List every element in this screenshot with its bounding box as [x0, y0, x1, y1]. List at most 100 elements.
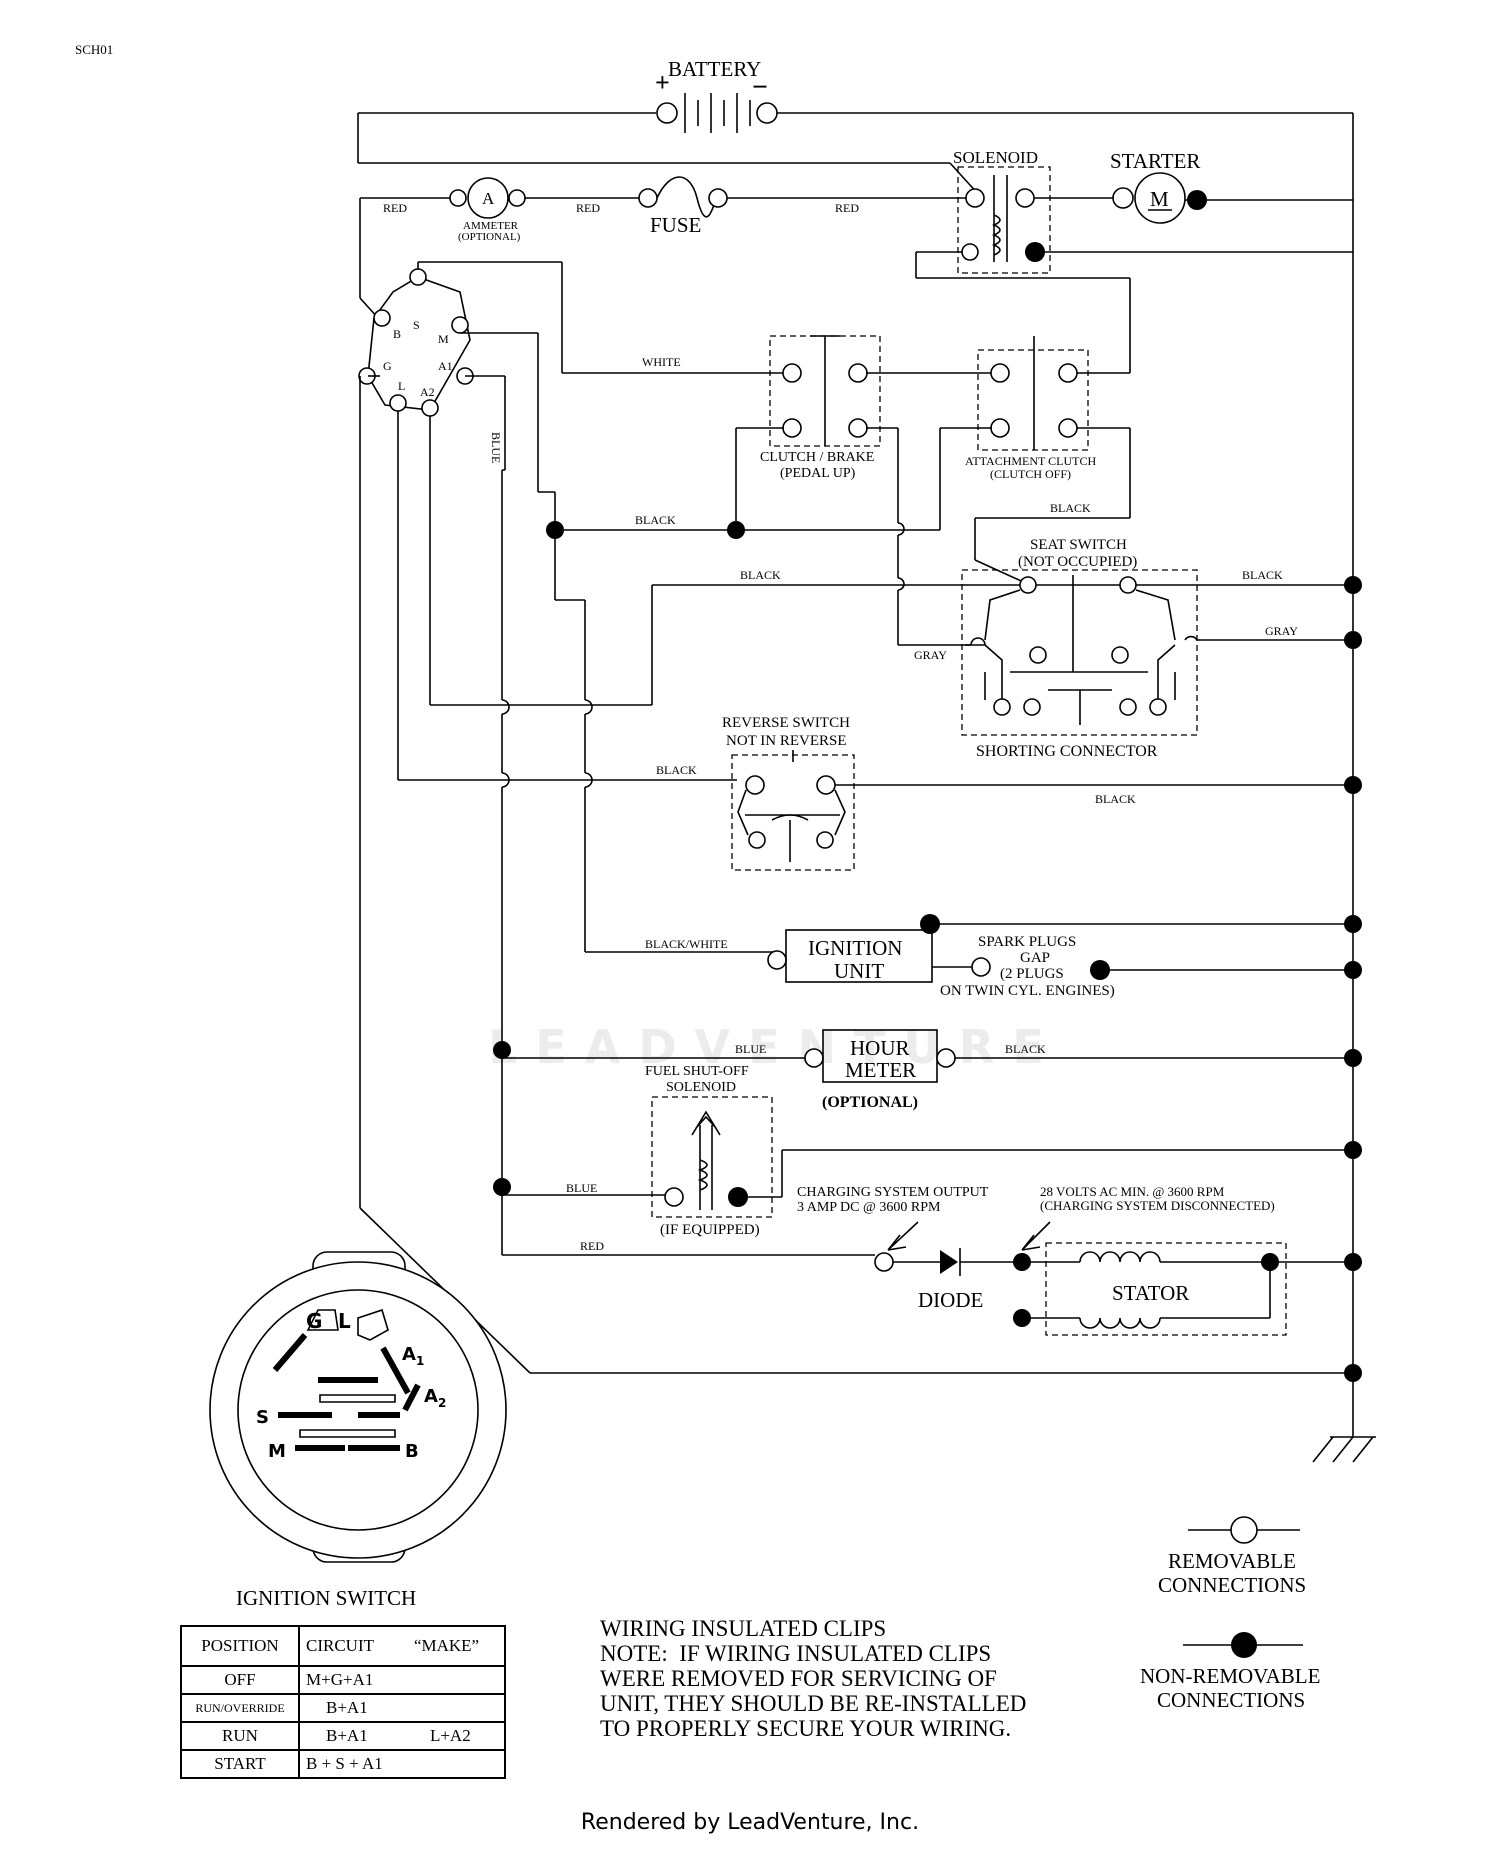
removable-connection-icon — [1230, 1516, 1258, 1544]
table-cell-circuit-primary: B+A1 — [326, 1726, 368, 1745]
wire-label-red-2: RED — [576, 201, 600, 215]
switch-letter-m: M — [268, 1441, 286, 1462]
table-header-circuit-label: CIRCUIT — [306, 1636, 374, 1655]
switch-letter-a2: A — [424, 1386, 438, 1407]
switch-letter-g: G — [306, 1309, 322, 1333]
ignition-switch-face: G L A 1 S A 2 M B — [209, 1251, 507, 1563]
wire-label-blue-2: BLUE — [566, 1181, 597, 1195]
volts-arrow-icon — [1021, 1221, 1051, 1251]
table-cell-position: START — [180, 1749, 300, 1779]
black-clutch-bus: BLACK BLACK/WHITE — [460, 332, 940, 953]
diode-icon — [940, 1250, 958, 1274]
wire-label-red-3: RED — [835, 201, 859, 215]
switch-letter-a1: A — [402, 1344, 416, 1365]
switch-letter-b: B — [405, 1441, 419, 1462]
stator-coil-icon — [1079, 1251, 1161, 1263]
starter: STARTER M — [1110, 149, 1353, 224]
switch-letter-a2-sub: 2 — [438, 1396, 446, 1410]
ignition-unit-label-2: UNIT — [834, 959, 884, 983]
table-row: START B + S + A1 — [180, 1749, 506, 1779]
table-header-make: “MAKE” — [413, 1636, 480, 1655]
hour-meter-label: HOUR — [850, 1036, 910, 1060]
solenoid: SOLENOID — [915, 148, 1353, 373]
note-body: NOTE: IF WIRING INSULATED CLIPS WERE REM… — [600, 1641, 1027, 1741]
note-title: WIRING INSULATED CLIPS — [600, 1616, 887, 1641]
fuel-solenoid-label-2: SOLENOID — [666, 1080, 736, 1095]
ignition-switch-title: IGNITION SWITCH — [236, 1586, 416, 1610]
table-header-circuit: CIRCUIT “MAKE” — [298, 1625, 506, 1667]
battery-minus-icon: − — [752, 72, 768, 103]
charging-system: CHARGING SYSTEM OUTPUT 3 AMP DC @ 3600 R… — [797, 1184, 1362, 1336]
reverse-switch: REVERSE SWITCH NOT IN REVERSE BLACK — [722, 715, 1362, 871]
starter-symbol: M — [1150, 187, 1169, 211]
switch-letter-s: S — [256, 1407, 269, 1428]
black-seat-wire: BLACK BLACK BLUE RED — [368, 375, 1030, 1256]
spark-plugs-label: SPARK PLUGS — [978, 934, 1076, 950]
hour-meter: BLUE HOUR METER (OPTIONAL) BLACK — [502, 1029, 1362, 1111]
wire-label-black-1: BLACK — [635, 513, 676, 527]
ground-return-wire — [359, 376, 1362, 1382]
solenoid-coil-icon — [991, 214, 1001, 256]
wire-label-gray-1: GRAY — [1265, 624, 1298, 638]
legend-nonremovable-2: CONNECTIONS — [1157, 1688, 1305, 1712]
ammeter-label: AMMETER — [463, 220, 519, 232]
battery: BATTERY + − — [357, 57, 1353, 197]
wire-label-black-2: BLACK — [740, 568, 781, 582]
clutch-brake-state: (PEDAL UP) — [780, 466, 856, 481]
spark-plugs-gap: GAP — [1020, 950, 1050, 966]
battery-plus-icon: + — [655, 68, 670, 97]
reverse-switch-state: NOT IN REVERSE — [726, 733, 847, 749]
wire-label-black-6: BLACK — [1005, 1042, 1046, 1056]
shorting-connector-label: SHORTING CONNECTOR — [976, 743, 1158, 760]
solenoid-label: SOLENOID — [953, 148, 1038, 167]
table-row: OFF M+G+A1 — [180, 1665, 506, 1695]
attachment-clutch-state: (CLUTCH OFF) — [990, 467, 1071, 481]
table-row: RUN B+A1 L+A2 — [180, 1721, 506, 1751]
table-cell-circuit: B + S + A1 — [298, 1749, 506, 1779]
ground-bus — [1312, 113, 1376, 1463]
wire-label-blue-vert: BLUE — [489, 432, 503, 463]
footer-credit: Rendered by LeadVenture, Inc. — [580, 1810, 920, 1835]
wire-label-black-5: BLACK — [1095, 792, 1136, 806]
battery-label: BATTERY — [668, 57, 761, 81]
hour-meter-label-2: METER — [845, 1058, 916, 1082]
ignition-switch-table: POSITION CIRCUIT “MAKE” OFF M+G+A1 RUN/O… — [180, 1625, 506, 1779]
switch-letter-a1-sub: 1 — [416, 1354, 424, 1368]
volts-label: 28 VOLTS AC MIN. @ 3600 RPM — [1040, 1184, 1225, 1199]
charging-output-rating: 3 AMP DC @ 3600 RPM — [797, 1200, 941, 1215]
seat-switch: SEAT SWITCH (NOT OCCUPIED) SHORTING CONN… — [914, 537, 1362, 760]
ignition-unit: IGNITION UNIT SPARK PLUGS GAP (2 PLUGS O… — [767, 914, 1362, 999]
table-cell-position: RUN — [180, 1721, 300, 1751]
wire-label-black-4: BLACK — [1242, 568, 1283, 582]
table-row: RUN/OVERRIDE B+A1 — [180, 1693, 506, 1723]
charging-arrow-icon — [887, 1221, 919, 1251]
diode-label: DIODE — [918, 1288, 983, 1312]
terminal-label-s: S — [413, 318, 420, 332]
starter-label: STARTER — [1110, 149, 1200, 173]
stator-label: STATOR — [1112, 1281, 1189, 1305]
fuse-label: FUSE — [650, 213, 701, 237]
attachment-clutch-label: ATTACHMENT CLUTCH — [965, 454, 1096, 468]
fuel-solenoid: FUEL SHUT-OFF SOLENOID BLUE (IF EQUIPPED… — [502, 1064, 1362, 1238]
table-cell-position: RUN/OVERRIDE — [180, 1693, 300, 1723]
terminal-label-a2: A2 — [420, 385, 435, 399]
wire-label-blue-1: BLUE — [735, 1042, 766, 1056]
ignition-terminals: B S M G L A1 A2 — [358, 268, 474, 417]
starter-motor-icon — [1134, 172, 1186, 224]
table-header-position: POSITION — [180, 1625, 300, 1667]
spark-plugs-count: (2 PLUGS — [1000, 966, 1064, 982]
table-cell-circuit-extra: L+A2 — [429, 1726, 471, 1745]
wire-label-black-white: BLACK/WHITE — [645, 937, 728, 951]
terminal-label-g: G — [383, 359, 392, 373]
table-cell-circuit: M+G+A1 — [298, 1665, 506, 1695]
legend: REMOVABLE CONNECTIONS NON-REMOVABLE CONN… — [1140, 1516, 1320, 1712]
wire-label-red-4: RED — [580, 1239, 604, 1253]
wire-label-white: WHITE — [642, 355, 681, 369]
wire-label-black-attach: BLACK — [1050, 501, 1091, 515]
ammeter-symbol: A — [482, 189, 495, 208]
reverse-switch-label: REVERSE SWITCH — [722, 715, 850, 731]
clutch-brake-switch: CLUTCH / BRAKE (PEDAL UP) — [735, 335, 991, 646]
charging-output-label: CHARGING SYSTEM OUTPUT — [797, 1185, 989, 1200]
